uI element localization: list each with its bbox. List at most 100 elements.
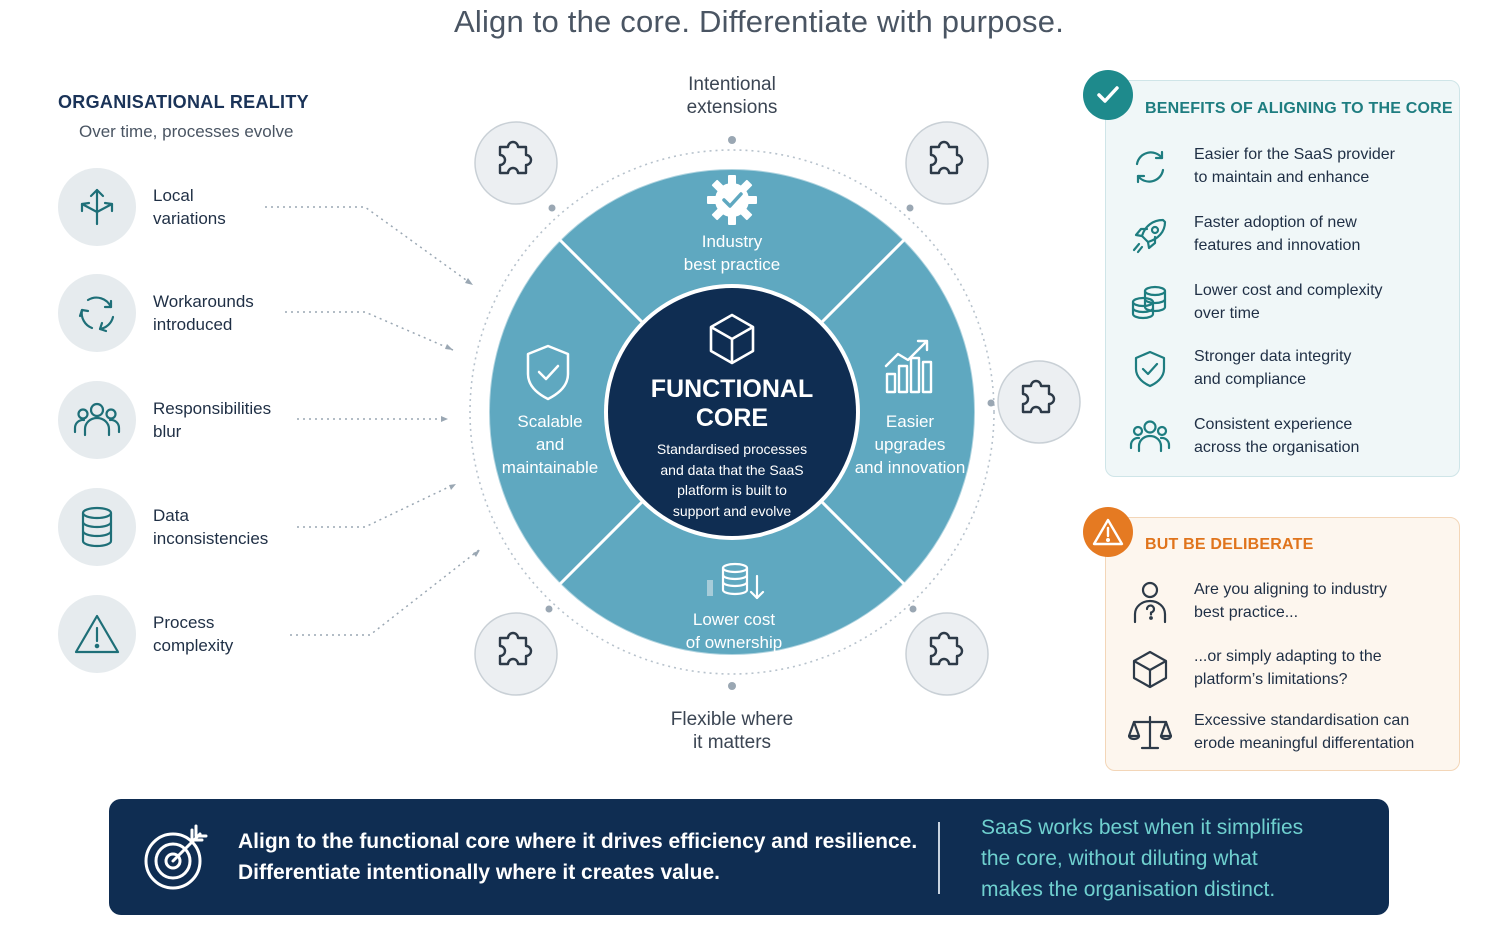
flexible-where-label: Flexible where it matters bbox=[632, 708, 832, 754]
benefit-item: Stronger data integrity and compliance bbox=[1128, 343, 1448, 393]
core-title: FUNCTIONAL CORE bbox=[632, 375, 832, 433]
segment-label-line: Lower cost bbox=[692, 610, 776, 629]
benefit-text-line: and compliance bbox=[1194, 371, 1307, 388]
outer-dotted-ring bbox=[469, 149, 995, 675]
reality-item-responsibilities: Responsibilities blur bbox=[58, 381, 358, 461]
core-title-line: FUNCTIONAL bbox=[650, 375, 814, 403]
reality-item-workarounds: Workarounds introduced bbox=[58, 274, 358, 354]
deliberate-text-line: platform’s limitations? bbox=[1194, 671, 1348, 688]
puzzle-icon bbox=[905, 121, 989, 205]
segment-industry-best-practice: Industry best practice bbox=[652, 230, 812, 276]
puzzle-icon bbox=[997, 360, 1081, 444]
reality-label-line1: Process bbox=[153, 613, 215, 632]
organisational-reality-subheading: Over time, processes evolve bbox=[79, 122, 294, 141]
reality-label-line2: inconsistencies bbox=[153, 529, 269, 548]
ring-node bbox=[548, 204, 556, 212]
segment-divider bbox=[558, 238, 652, 332]
puzzle-icon bbox=[474, 121, 558, 205]
reality-label-line1: Responsibilities bbox=[153, 399, 272, 418]
ring-node bbox=[545, 605, 553, 613]
warning-triangle-icon bbox=[58, 595, 136, 673]
people-icon bbox=[1128, 415, 1172, 459]
segment-easier-upgrades: Easier upgrades and innovation bbox=[850, 410, 970, 479]
puzzle-nodes bbox=[474, 121, 1081, 696]
reality-item-local-variations: Local variations bbox=[58, 168, 358, 248]
segment-label-line: Scalable bbox=[517, 412, 583, 431]
segment-label-line: Industry bbox=[701, 232, 763, 251]
reality-label-line1: Workarounds bbox=[153, 292, 254, 311]
segment-label-line: and innovation bbox=[854, 458, 966, 477]
core-description: Standardised processes and data that the… bbox=[632, 439, 832, 521]
reality-label-line2: variations bbox=[153, 209, 226, 228]
label-line: Flexible where bbox=[670, 709, 794, 730]
label-line: it matters bbox=[692, 732, 772, 753]
ring-node bbox=[909, 605, 917, 613]
coins-down-icon bbox=[707, 562, 765, 600]
reality-item-data-inconsistencies: Data inconsistencies bbox=[58, 488, 358, 568]
gear-check-icon bbox=[707, 175, 757, 225]
banner-main-text: Align to the functional core where it dr… bbox=[238, 826, 918, 888]
cube-icon bbox=[1128, 647, 1172, 691]
banner-main-line: Differentiate intentionally where it cre… bbox=[238, 861, 720, 884]
reality-label-line2: introduced bbox=[153, 315, 233, 334]
connector-data-inconsistencies bbox=[297, 483, 456, 528]
reality-label-line1: Local bbox=[153, 186, 194, 205]
segment-lower-cost: Lower cost of ownership bbox=[654, 608, 814, 654]
connector-workarounds bbox=[285, 311, 454, 351]
benefits-panel bbox=[1105, 80, 1460, 477]
people-group-icon bbox=[58, 381, 136, 459]
reality-label-line2: blur bbox=[153, 422, 182, 441]
person-question-icon bbox=[1128, 580, 1172, 624]
core-desc-line: platform is built to bbox=[677, 482, 787, 498]
organisational-reality-heading: ORGANISATIONAL REALITY bbox=[58, 92, 309, 112]
deliberate-text-line: Excessive standardisation can bbox=[1194, 712, 1410, 729]
refresh-icon bbox=[1128, 145, 1172, 189]
coins-icon bbox=[1128, 281, 1172, 325]
rocket-icon bbox=[1128, 213, 1172, 257]
scales-icon bbox=[1128, 711, 1172, 755]
benefit-text-line: Easier for the SaaS provider bbox=[1194, 146, 1395, 163]
database-icon bbox=[58, 488, 136, 566]
be-deliberate-heading: BUT BE DELIBERATE bbox=[1145, 536, 1314, 553]
segment-divider bbox=[812, 238, 906, 332]
reality-label-line1: Data bbox=[153, 506, 189, 525]
growth-chart-icon bbox=[884, 339, 933, 394]
benefit-text-line: Stronger data integrity bbox=[1194, 348, 1352, 365]
shield-check-icon bbox=[526, 344, 570, 401]
segment-label-line: Easier bbox=[885, 412, 935, 431]
ring-node bbox=[987, 399, 995, 407]
segment-label-line: upgrades bbox=[874, 435, 946, 454]
cycle-arrows-icon bbox=[58, 274, 136, 352]
core-desc-line: and data that the SaaS bbox=[660, 461, 804, 478]
summary-banner bbox=[109, 799, 1389, 915]
banner-side-line: SaaS works best when it simplifies bbox=[981, 816, 1304, 839]
segment-scalable-maintainable: Scalable and maintainable bbox=[490, 410, 610, 479]
page-title: Align to the core. Differentiate with pu… bbox=[453, 4, 1065, 39]
banner-side-text: SaaS works best when it simplifies the c… bbox=[981, 812, 1361, 905]
banner-main-line: Align to the functional core where it dr… bbox=[238, 830, 918, 853]
puzzle-icon bbox=[905, 612, 989, 696]
connector-process-complexity bbox=[290, 549, 480, 636]
benefit-text-line: across the organisation bbox=[1194, 439, 1360, 456]
benefit-text-line: features and innovation bbox=[1194, 237, 1361, 254]
deliberate-text-line: erode meaningful differentation bbox=[1194, 735, 1415, 752]
arrows-split-icon bbox=[58, 168, 136, 246]
warning-badge-icon bbox=[1083, 507, 1133, 557]
core-desc-line: Standardised processes bbox=[656, 441, 808, 457]
deliberate-item: Are you aligning to industry best practic… bbox=[1128, 576, 1448, 626]
core-circle bbox=[608, 288, 856, 536]
ring-node-top bbox=[728, 136, 736, 144]
benefit-item: Faster adoption of new features and innov… bbox=[1128, 209, 1448, 259]
benefit-text-line: Faster adoption of new bbox=[1194, 214, 1357, 231]
deliberate-text-line: Are you aligning to industry bbox=[1194, 581, 1387, 598]
core-desc-line: support and evolve bbox=[672, 502, 792, 519]
deliberate-text-line: best practice... bbox=[1194, 604, 1299, 621]
label-line: Intentional bbox=[688, 74, 776, 95]
segment-label-line: best practice bbox=[683, 255, 781, 274]
